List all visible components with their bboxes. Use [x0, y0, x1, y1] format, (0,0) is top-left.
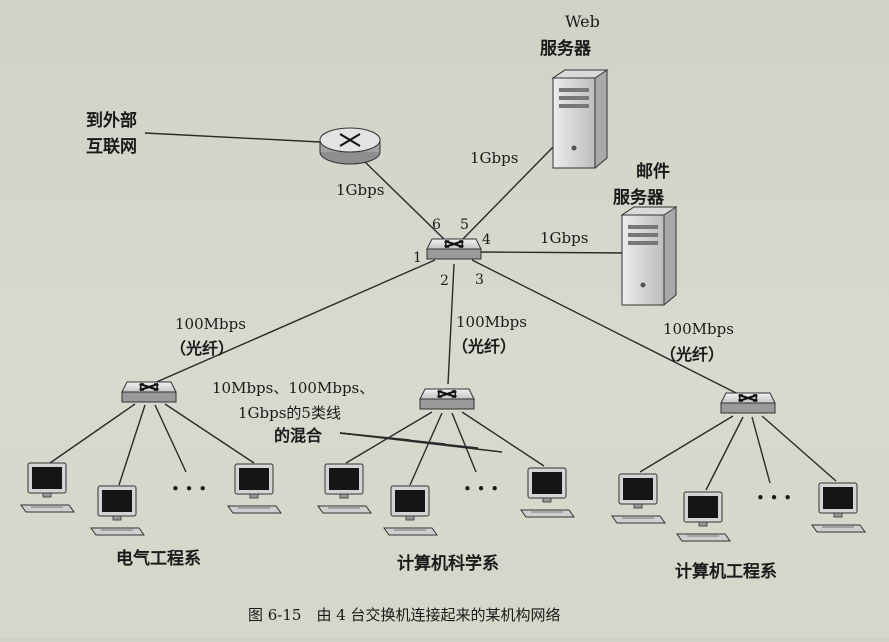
link-label-ee-medium: （光纤）: [170, 339, 234, 358]
mail-server-label-1: 邮件: [636, 161, 670, 182]
link-label-mail: 1Gbps: [540, 229, 588, 247]
link-label-ce-medium: （光纤）: [660, 345, 724, 364]
link-external: [144, 132, 321, 143]
link-cs-pc2: [409, 412, 443, 486]
ee-more-pcs: • • •: [171, 480, 207, 498]
link-ee-pc3: [164, 403, 255, 464]
ce-more-pcs: • • •: [756, 489, 792, 507]
mail-server-icon: [621, 206, 677, 306]
link-ee-dots: [154, 404, 187, 473]
ce-pc-3-icon: [811, 482, 866, 533]
link-cs-core: [447, 263, 455, 385]
link-label-ee-speed: 100Mbps: [175, 315, 246, 333]
cs-pc-2-icon: [383, 485, 438, 536]
port-label-1: 1: [413, 250, 422, 266]
link-ce-core: [471, 259, 747, 399]
ce-pc-2-icon: [676, 491, 731, 542]
link-label-web: 1Gbps: [470, 149, 518, 167]
link-ee-pc2: [118, 404, 146, 486]
dept-label-cs: 计算机科学系: [397, 553, 499, 574]
link-label-cs-speed: 100Mbps: [456, 313, 527, 331]
router-icon: [319, 127, 381, 165]
ee-pc-1-icon: [20, 462, 75, 513]
external-label-1: 到外部: [86, 110, 137, 131]
web-server-icon: [552, 69, 608, 169]
link-label-cs-medium: （光纤）: [452, 337, 516, 356]
link-ee-pc1: [49, 403, 136, 464]
mix-note-line-3: 的混合: [274, 426, 323, 445]
link-label-router: 1Gbps: [336, 181, 384, 199]
links: [49, 132, 837, 491]
port-label-2: 2: [440, 273, 449, 289]
ce-pc-1-icon: [611, 473, 666, 524]
mix-note-line-2: 1Gbps的5类线: [238, 404, 341, 422]
mix-pointer-4: [339, 432, 503, 453]
mail-server-label-2: 服务器: [613, 187, 665, 208]
ee-switch-icon: [121, 381, 177, 403]
ee-pc-2-icon: [90, 485, 145, 536]
link-web-core: [461, 144, 556, 241]
web-server-label-1: Web: [565, 12, 600, 31]
web-server-label-2: 服务器: [540, 38, 592, 59]
mix-note-line-1: 10Mbps、100Mbps、: [212, 379, 374, 397]
link-router-core: [364, 161, 446, 241]
cs-more-pcs: • • •: [463, 480, 499, 498]
external-label-2: 互联网: [86, 137, 137, 157]
port-label-6: 6: [432, 217, 441, 233]
link-ce-pc1: [639, 415, 734, 473]
dept-label-ce: 计算机工程系: [675, 561, 777, 582]
dept-label-ee: 电气工程系: [116, 548, 201, 569]
core-switch-icon: [426, 238, 482, 260]
port-label-4: 4: [482, 232, 491, 248]
cs-pc-3-icon: [520, 467, 575, 518]
figure-caption: 图 6-15 由 4 台交换机连接起来的某机构网络: [248, 606, 561, 624]
link-ce-dots: [751, 416, 771, 484]
port-label-3: 3: [475, 272, 484, 288]
link-mail-core: [477, 251, 631, 254]
cs-pc-1-icon: [317, 463, 372, 514]
link-label-ce-speed: 100Mbps: [663, 320, 734, 338]
ee-pc-3-icon: [227, 463, 282, 514]
link-cs-pc3: [461, 411, 545, 467]
link-cs-dots: [451, 412, 477, 473]
link-ce-pc3: [761, 415, 837, 482]
cs-switch-icon: [419, 388, 475, 410]
ce-switch-icon: [720, 392, 776, 414]
port-label-5: 5: [460, 217, 469, 233]
link-ee-core: [151, 259, 436, 385]
link-ce-pc2: [705, 416, 744, 491]
